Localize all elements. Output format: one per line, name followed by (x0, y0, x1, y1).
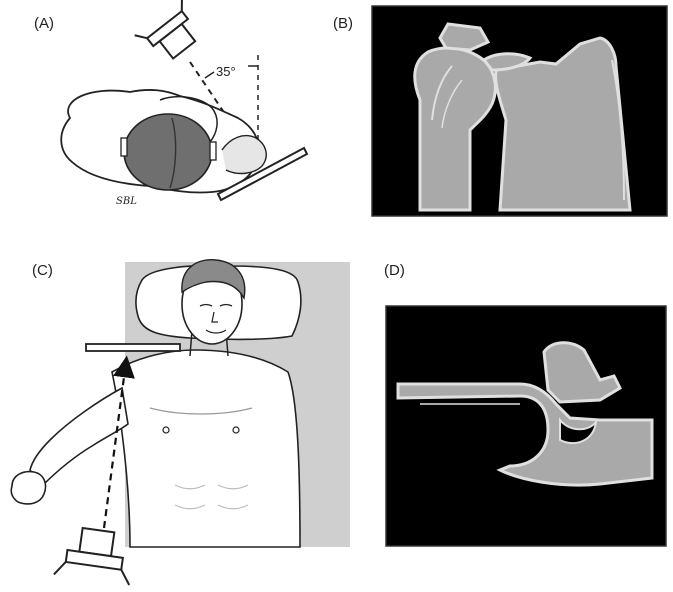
xray-tube-c-icon (54, 525, 136, 585)
angle-tick-left (205, 72, 214, 78)
cassette-plate-c (86, 344, 180, 351)
ear-left (121, 138, 127, 156)
xray-tube-icon (135, 0, 208, 68)
left-arm (30, 388, 128, 486)
angle-label: 35° (216, 64, 236, 79)
head-hair (124, 114, 212, 190)
panel-a-illustration: 35° SBL (61, 0, 307, 207)
panel-c-illustration (11, 260, 350, 585)
torso (112, 350, 300, 547)
panel-b-xray (372, 6, 667, 216)
fist (11, 472, 45, 504)
ear-right (210, 142, 216, 160)
artist-signature: SBL (116, 196, 137, 207)
acromion (440, 24, 488, 50)
panel-d-xray (386, 306, 666, 546)
